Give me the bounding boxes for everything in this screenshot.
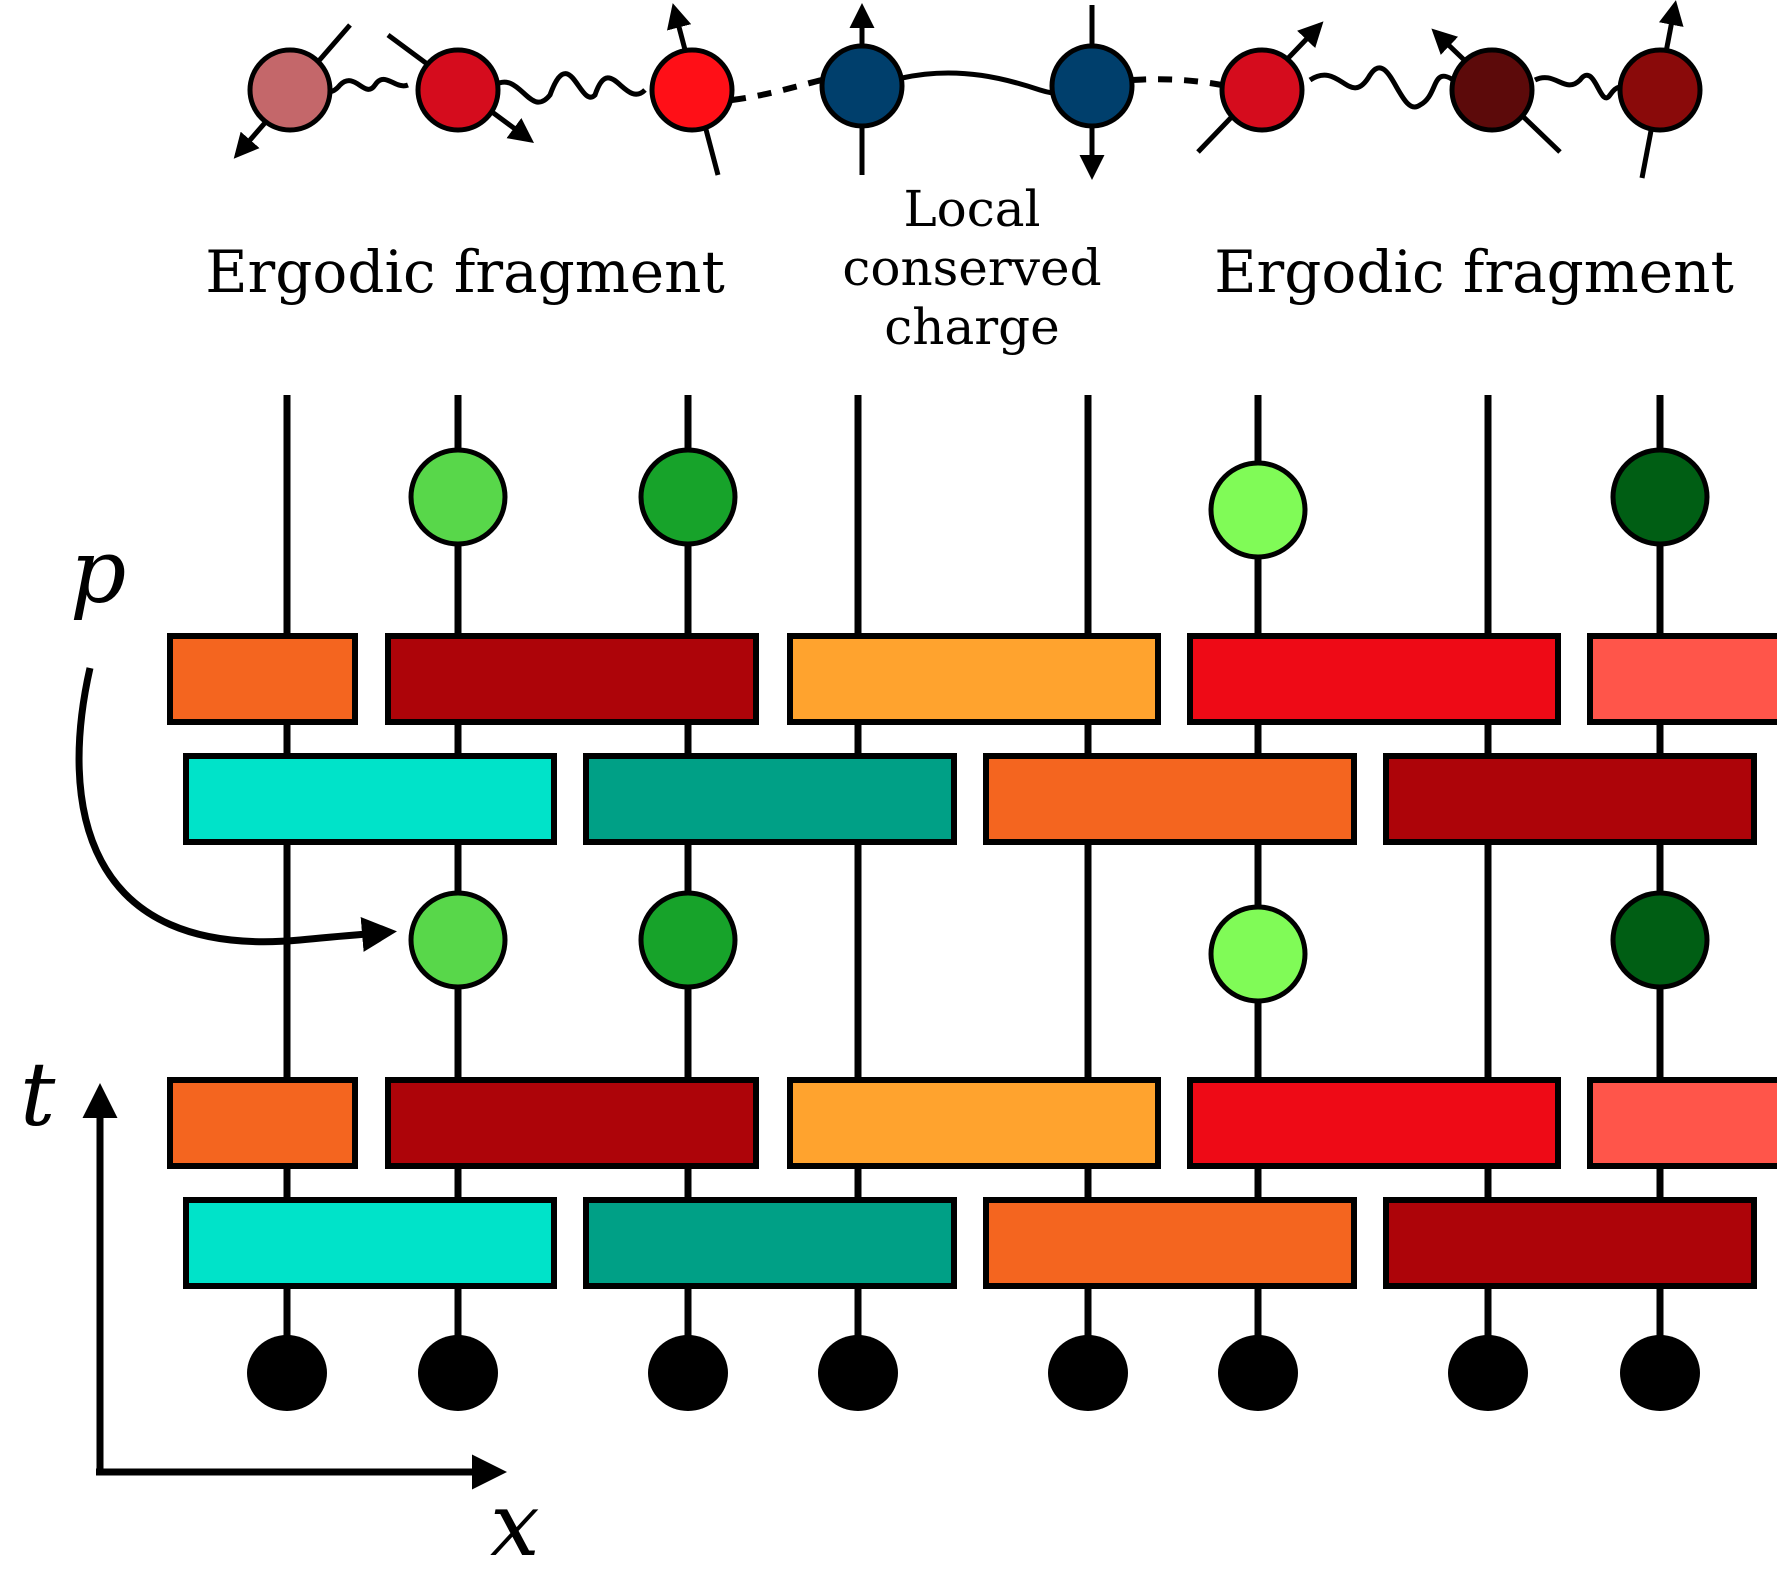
left-fragment-label: Ergodic fragment [205, 238, 725, 306]
phase-gate [638, 890, 738, 990]
gate-dark-red [385, 1077, 759, 1169]
gate-orange-lower [983, 1197, 1357, 1289]
phase-gate [1208, 904, 1308, 1004]
phase-gate [408, 447, 508, 547]
spin-site-7 [1449, 47, 1535, 133]
gate-dark-red-lower [1383, 753, 1757, 845]
dashed-link-1 [731, 77, 823, 103]
x-axis-label: x [490, 1473, 540, 1574]
gate-layer-top-upper [167, 633, 1777, 725]
gate-orange [167, 633, 358, 725]
phase-gate [408, 890, 508, 990]
spin-site-2 [415, 47, 501, 133]
phase-gate [1610, 447, 1710, 547]
circuit [167, 395, 1777, 1411]
phase-gate [1610, 890, 1710, 990]
phase-gate [638, 447, 738, 547]
initial-site [1048, 1335, 1128, 1411]
initial-site [1218, 1335, 1298, 1411]
initial-site [1448, 1335, 1528, 1411]
phase-gate [1208, 460, 1308, 560]
charge-label-line3: charge [884, 298, 1060, 356]
gate-cyan [183, 1197, 557, 1289]
gate-dark-red [385, 633, 759, 725]
gate-salmon [1587, 1077, 1777, 1169]
charge-label-line2: conserved [842, 239, 1101, 297]
spin-site-3 [649, 47, 735, 133]
spin-site-4 [819, 43, 905, 129]
wavy-coupling-3 [1308, 65, 1462, 110]
gate-layer-bottom-lower [183, 1197, 1757, 1289]
gate-teal [583, 1197, 957, 1289]
gate-layer-bottom-upper [167, 1077, 1777, 1169]
gate-light-orange [787, 1077, 1161, 1169]
t-axis-label: t [20, 1043, 56, 1146]
gate-red [1187, 633, 1561, 725]
spin-site-1 [247, 47, 333, 133]
gate-teal [583, 753, 957, 845]
spin-site-5 [1049, 43, 1135, 129]
initial-site [648, 1335, 728, 1411]
initial-site [818, 1335, 898, 1411]
gate-light-orange [787, 633, 1161, 725]
initial-site [247, 1335, 327, 1411]
gate-cyan [183, 753, 557, 845]
spin-site-8 [1617, 47, 1703, 133]
gate-orange-lower [983, 753, 1357, 845]
wavy-coupling-2 [493, 71, 647, 105]
gate-salmon [1587, 633, 1777, 725]
phase-gates [408, 447, 1710, 1004]
spin-site-6 [1219, 47, 1305, 133]
gate-orange [167, 1077, 358, 1169]
gate-dark-red-lower [1383, 1197, 1757, 1289]
gate-red [1187, 1077, 1561, 1169]
charge-label-line1: Local [903, 180, 1040, 238]
p-label: p [70, 520, 126, 623]
initial-site [418, 1335, 498, 1411]
right-fragment-label: Ergodic fragment [1214, 238, 1734, 306]
axes: t x [20, 1043, 540, 1574]
initial-state [247, 1335, 1700, 1411]
p-arrow [75, 667, 397, 952]
dashed-link-2 [1131, 76, 1223, 88]
spin-chain [233, 0, 1703, 180]
gate-layer-top-lower [183, 753, 1757, 845]
initial-site [1620, 1335, 1700, 1411]
